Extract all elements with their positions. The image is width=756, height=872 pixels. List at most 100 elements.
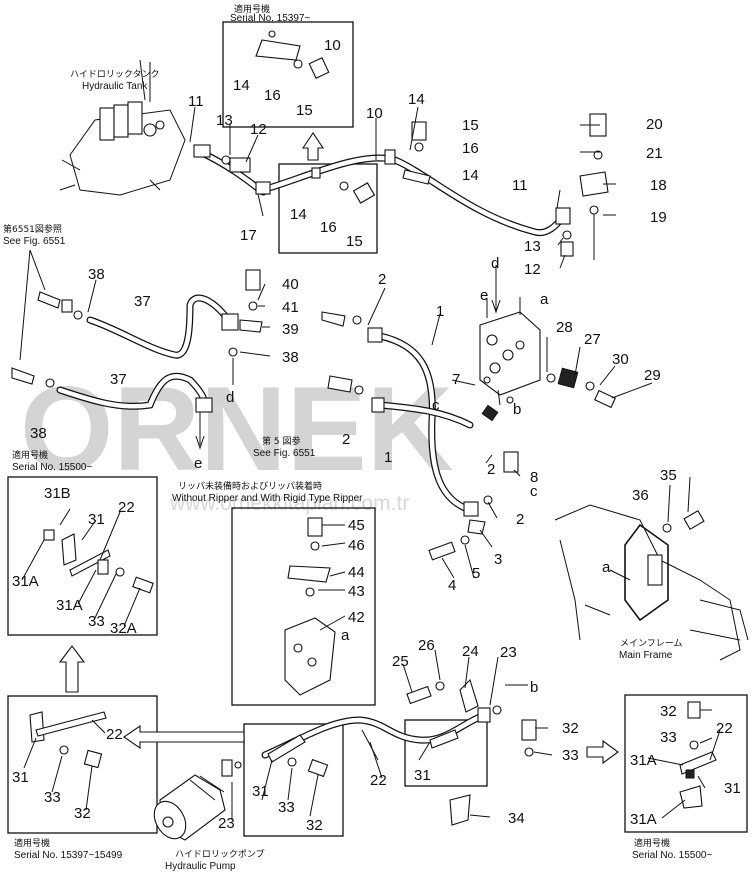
arrow-right-bottom [586, 739, 619, 765]
callout-29: 29 [644, 367, 661, 384]
ripper-panel-parts [284, 517, 336, 696]
note-tank-en: Hydraulic Tank [82, 81, 148, 92]
key-c: c [432, 397, 440, 414]
control-valve [479, 311, 541, 422]
callout-33b: 33 [562, 747, 579, 764]
note-serial-br: Serial No. 15500~ [632, 850, 712, 861]
callout-31Ab: 31A [56, 597, 83, 614]
callout-19: 19 [650, 209, 667, 226]
callout-8: 8 [530, 469, 538, 486]
callout-21: 21 [646, 145, 663, 162]
bl-serial-parts [29, 711, 107, 769]
key-d: d [491, 255, 499, 272]
callout-2: 2 [378, 271, 386, 288]
note-see-fig-mid: See Fig. 6551 [253, 448, 316, 459]
arrow-left-bottom [123, 724, 245, 750]
key-a3: a [602, 559, 611, 576]
callout-38b: 38 [282, 349, 299, 366]
arrow-up-top [301, 132, 325, 161]
callout-31d: 31 [252, 783, 269, 800]
note-see-fig-mid-jp: 第 5 図参 [262, 435, 300, 447]
callout-31Ad: 31A [630, 811, 657, 828]
callout-34: 34 [508, 810, 525, 827]
key-c2: c [530, 483, 538, 500]
callout-31e: 31 [724, 780, 741, 797]
note-serial-top-jp: 適用号機 [234, 3, 270, 15]
callout-32A: 32A [110, 620, 137, 637]
watermark-site: www.ornekkitaplari.com.tr [169, 492, 409, 515]
callout-45: 45 [348, 517, 365, 534]
callout-10: 10 [324, 37, 341, 54]
callout-31b: 31 [414, 767, 431, 784]
hydraulic-tank [59, 59, 186, 196]
panel-serial-15500-right [624, 694, 748, 833]
callout-33d: 33 [278, 799, 295, 816]
top-right-parts [402, 113, 609, 260]
callout-4: 4 [448, 577, 456, 594]
callout-27: 27 [584, 331, 601, 348]
fitting-12 [229, 157, 251, 173]
note-pump-jp: ハイドロリックポンプ [175, 849, 265, 860]
callout-11b: 11 [512, 177, 528, 194]
callout-31A: 31A [12, 573, 39, 590]
callout-25: 25 [392, 653, 409, 670]
callout-33: 33 [88, 613, 105, 630]
callout-32: 32 [562, 720, 579, 737]
note-serial-bl: Serial No. 15397~15499 [14, 850, 123, 861]
pump-clamp-parts [267, 734, 329, 778]
callout-28: 28 [556, 319, 573, 336]
callout-22b: 22 [370, 772, 387, 789]
note-serial-br-jp: 適用号機 [634, 837, 670, 849]
note-ripper-jp: リッパ未装備時およびリッパ装着時 [178, 480, 322, 492]
callout-33e: 33 [660, 729, 677, 746]
callout-44: 44 [348, 564, 365, 581]
callout-14b: 14 [408, 91, 425, 108]
panel-serial-15397-15499 [7, 695, 158, 834]
callout-12: 12 [250, 121, 267, 138]
key-d2: d [226, 389, 234, 406]
callout-32d: 32 [660, 703, 677, 720]
callout-23b: 23 [218, 815, 235, 832]
main-frame [554, 504, 749, 661]
note-pump-en: Hydraulic Pump [165, 861, 236, 872]
callout-12b: 12 [524, 261, 541, 278]
arrow-d-top [491, 265, 501, 314]
note-ripper-en: Without Ripper and With Rigid Type Rippe… [172, 493, 363, 504]
callout-14d: 14 [290, 206, 307, 223]
callout-31Ac: 31A [630, 752, 657, 769]
key-a2: a [341, 627, 350, 644]
callout-38: 38 [88, 266, 105, 283]
left-serial-parts [43, 529, 154, 594]
panel-pump-clamp [243, 723, 344, 837]
callout-13: 13 [216, 112, 233, 129]
callout-38c: 38 [30, 425, 47, 442]
note-main-frame-jp: メインフレーム [620, 638, 682, 649]
watermark: ORNEK www.ornekkitaplari.com.tr [20, 362, 453, 515]
key-b: b [513, 401, 521, 418]
callout-11: 11 [188, 93, 204, 110]
callout-2d: 2 [516, 511, 524, 528]
key-e: e [480, 287, 488, 304]
callout-37: 37 [134, 293, 151, 310]
callout-3: 3 [494, 551, 502, 568]
callout-5: 5 [472, 565, 480, 582]
callout-42: 42 [348, 609, 365, 626]
callout-15: 15 [296, 102, 313, 119]
callout-32b: 32 [74, 805, 91, 822]
note-tank-jp: ハイドロリックタンク [70, 69, 159, 80]
callout-30: 30 [612, 351, 629, 368]
callout-7: 7 [452, 371, 460, 388]
parts-2-8 [428, 376, 519, 561]
callout-46: 46 [348, 537, 365, 554]
callout-16b: 16 [462, 140, 479, 157]
callout-43: 43 [348, 583, 365, 600]
callout-23: 23 [500, 644, 517, 661]
callout-31c: 31 [12, 769, 29, 786]
callout-33c: 33 [44, 789, 61, 806]
callout-37b: 37 [110, 371, 127, 388]
callout-32c: 32 [306, 817, 323, 834]
panel-serial-15397 [222, 21, 354, 128]
callout-40: 40 [282, 276, 299, 293]
fitting-tank-elbow [193, 144, 211, 158]
